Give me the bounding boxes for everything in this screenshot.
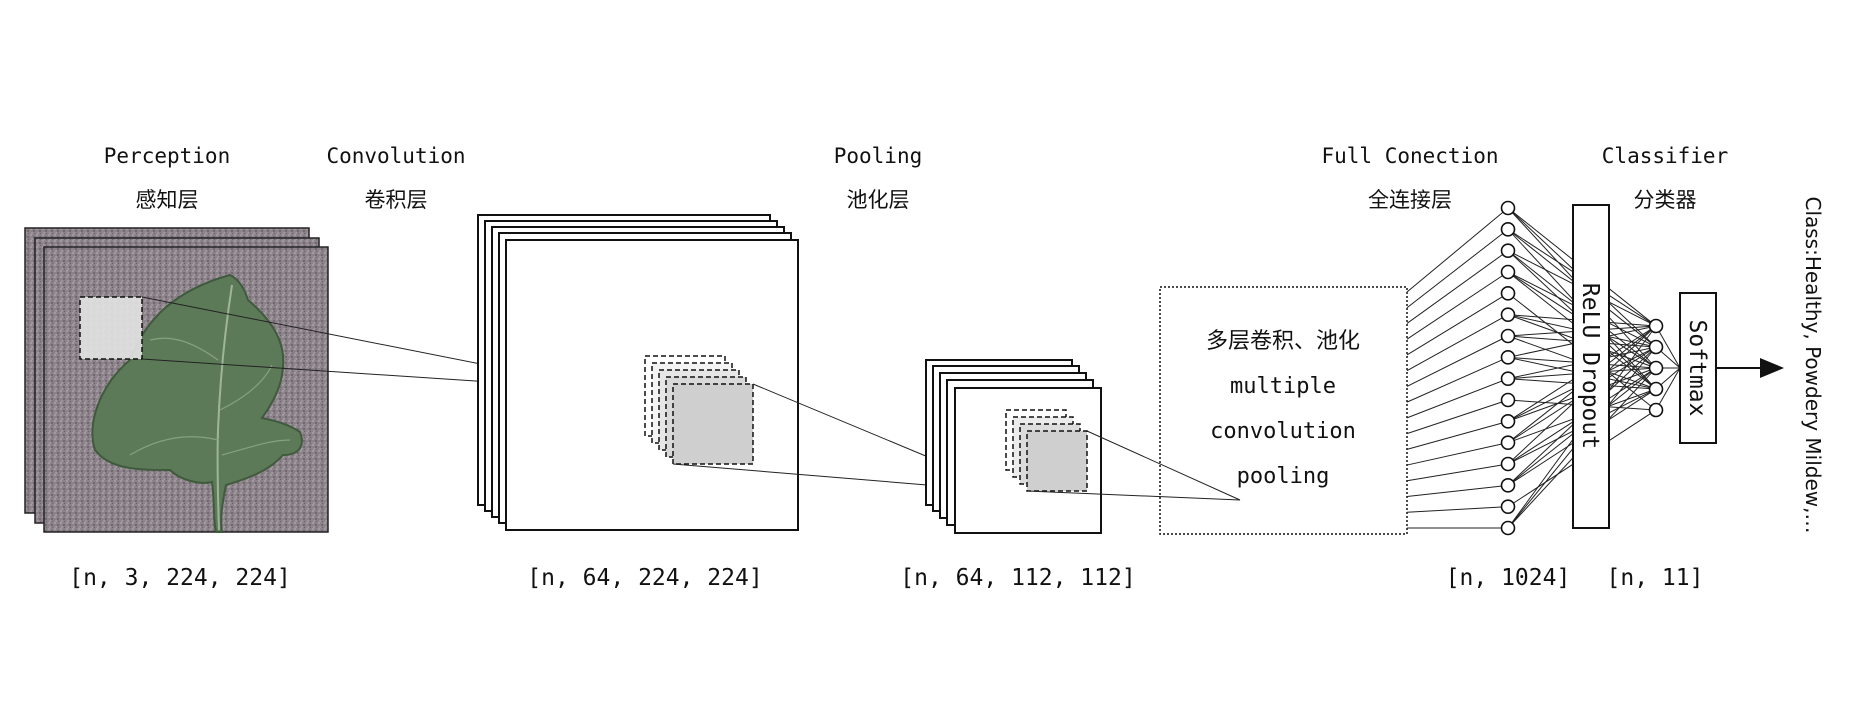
multi-layer-label-line4: pooling [1237,464,1330,489]
perception-title-cn: 感知层 [136,188,199,212]
fc-neuron [1500,286,1516,301]
fc-input-connection [1406,484,1509,498]
input-image-stack [24,227,329,533]
classifier-neuron [1648,381,1664,397]
fc-neuron [1500,456,1516,472]
fc-neuron [1500,200,1516,216]
fc-neurons [1500,200,1516,536]
fc-input-connection [1406,399,1509,435]
fc-neuron [1500,392,1516,408]
fc-input-connection [1406,356,1509,403]
classifier-title-cn: 分类器 [1634,188,1697,212]
classifier-neuron [1648,402,1664,418]
projection-line [1086,430,1241,501]
fc-input-connection [1406,420,1509,450]
fc-neuron [1500,243,1516,258]
fc-input-connection [1406,506,1509,513]
fc-input-connection [1406,292,1509,356]
convolution-feature-maps [477,214,799,531]
fc-input-connection [1406,207,1509,293]
classifier-softmax-connection [1655,367,1681,411]
pooling-title: Pooling [834,144,923,168]
fc-neuron [1500,520,1516,536]
fc-input-connection [1406,378,1509,419]
classifier-title: Classifier [1602,144,1728,168]
fc-input-connection [1406,463,1509,482]
fc-input-connection [1406,314,1509,372]
softmax-label: Softmax [1684,320,1710,417]
perception-shape: [n, 3, 224, 224] [69,565,291,591]
fc-neuron [1500,414,1516,429]
fc-neuron [1500,371,1516,386]
relu-dropout-bar [1572,204,1610,529]
full-connection-title: Full Conection [1321,144,1498,168]
classifier-shape: [n, 11] [1607,565,1704,591]
multi-layer-label-line2: multiple [1230,374,1336,399]
fc-neuron [1500,499,1516,514]
classifier-neuron [1648,339,1664,355]
classifier-softmax-connection [1655,325,1681,369]
fc-neuron [1500,222,1516,237]
pooling-title-cn: 池化层 [847,188,910,212]
fc-neuron [1500,350,1516,365]
receptive-field-box [79,296,143,360]
fc-input-connection [1406,271,1509,340]
convolution-shape: [n, 64, 224, 224] [527,565,762,591]
pooling-feature-maps [925,359,1102,534]
full-connection-shape: [n, 1024] [1446,565,1571,591]
fc-neuron [1500,264,1516,280]
fc-neuron [1500,478,1516,493]
multi-layer-label-cn: 多层卷积、池化 [1206,329,1360,354]
leaf-image [91,273,303,533]
fc-neuron [1500,328,1516,344]
perception-title: Perception [104,144,230,168]
classifier-neuron [1648,318,1664,334]
fc-neuron [1500,307,1516,322]
fc-input-connection [1406,228,1509,309]
output-class-label: Class:Healthy, Powdery Mildew,… [1801,196,1825,533]
classifier-neurons [1648,318,1664,418]
fc-input-connections [1406,207,1509,529]
full-connection-title-cn: 全连接层 [1368,188,1452,212]
projection-line [1026,490,1241,501]
fc-input-connection [1406,335,1509,387]
fc-input-connection [1406,250,1509,324]
fc-input-connection [1406,442,1509,466]
convolution-title: Convolution [326,144,465,168]
relu-dropout-label: ReLU Dropout [1577,283,1603,449]
fc-neuron [1500,435,1516,450]
multi-layer-box [1159,286,1408,535]
pooling-shape: [n, 64, 112, 112] [900,565,1135,591]
convolution-title-cn: 卷积层 [365,188,428,212]
classifier-neuron [1648,360,1664,376]
multi-layer-label-line3: convolution [1210,419,1356,444]
